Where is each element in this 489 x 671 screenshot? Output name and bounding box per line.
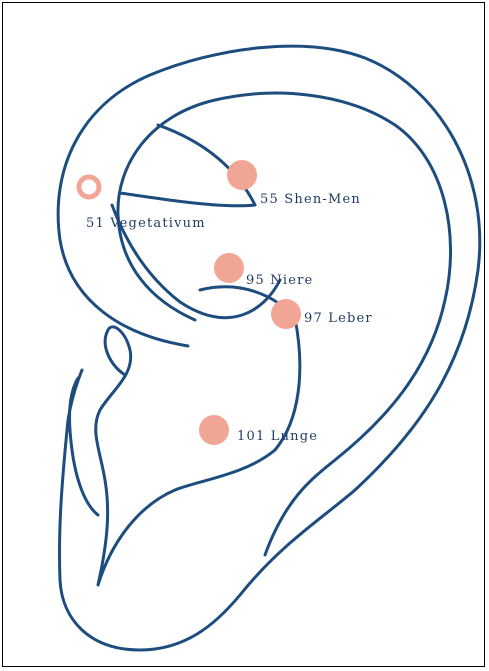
point-51-marker xyxy=(79,177,99,197)
point-97-label: 97 Leber xyxy=(304,311,373,326)
point-101-label: 101 Lunge xyxy=(237,429,318,444)
point-101-marker xyxy=(199,415,229,445)
ear-outer-outline xyxy=(58,46,480,650)
point-55-label: 55 Shen-Men xyxy=(260,192,361,207)
point-51-label: 51 Vegetativum xyxy=(86,216,206,231)
point-97-marker xyxy=(271,299,301,329)
point-95-label: 95 Niere xyxy=(246,273,313,288)
point-95-marker xyxy=(214,253,244,283)
point-55-marker xyxy=(227,160,257,190)
